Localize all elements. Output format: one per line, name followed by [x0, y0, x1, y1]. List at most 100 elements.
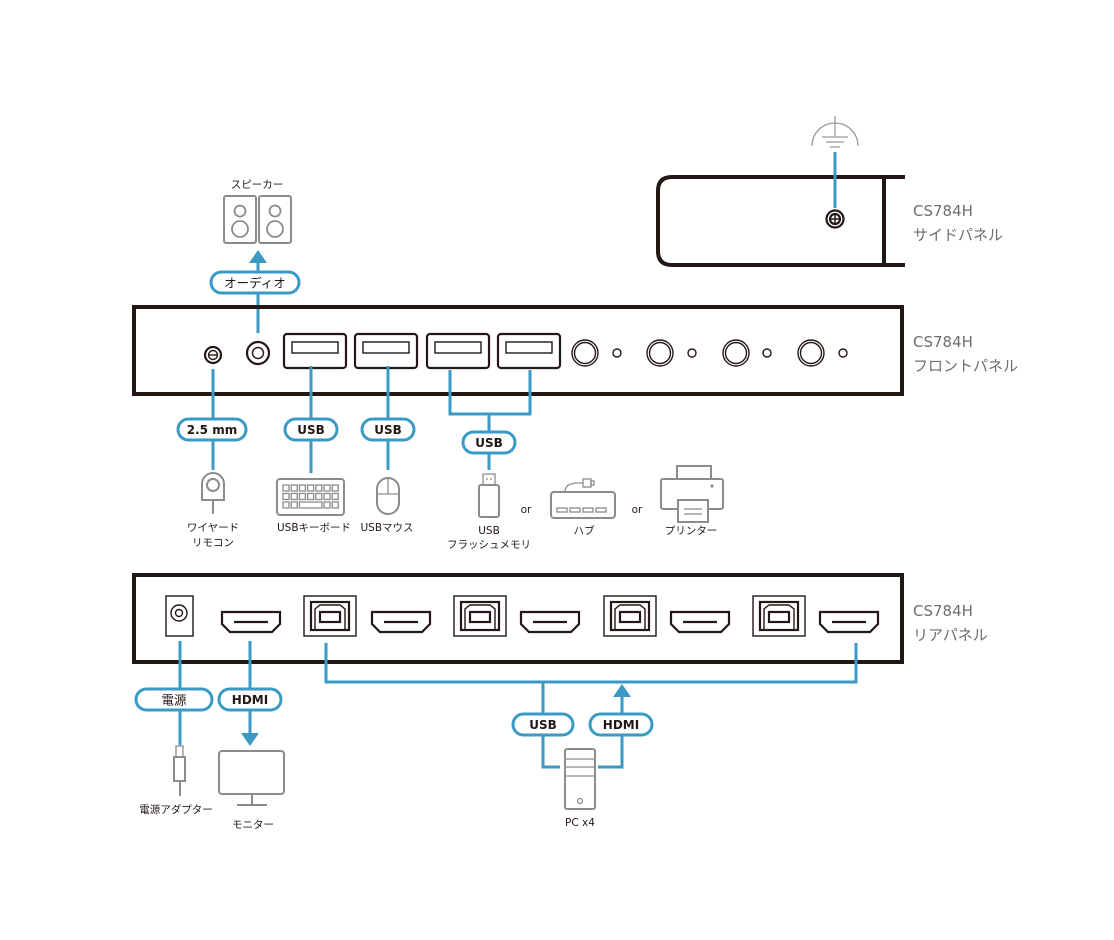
audio-jack-port — [245, 340, 271, 366]
keyboard-key — [323, 492, 331, 501]
keyboard-key — [315, 492, 323, 501]
hub-device: ハブ — [550, 478, 616, 537]
remote-icon — [201, 472, 225, 514]
hdmi-console-connector-pill: HDMI — [217, 687, 283, 712]
svg-text:USB: USB — [374, 423, 402, 437]
keyboard-key — [331, 484, 339, 492]
svg-text:USB: USB — [475, 436, 503, 450]
keyboard-key — [282, 501, 290, 509]
monitor-icon — [218, 750, 285, 806]
hdmi-port-pc1 — [370, 610, 432, 634]
keyboard-key — [282, 484, 290, 492]
keyboard-key — [290, 492, 298, 501]
usb-flash-icon — [478, 473, 500, 518]
keyboard-key — [306, 492, 315, 501]
keyboard-key — [323, 501, 331, 509]
svg-text:電源アダプター: 電源アダプター — [139, 803, 213, 816]
svg-text:オーディオ: オーディオ — [224, 276, 286, 291]
svg-text:フラッシュメモリ: フラッシュメモリ — [447, 539, 531, 551]
keyboard-key — [298, 484, 307, 492]
rear-panel-model: CS784H — [913, 602, 973, 620]
keyboard-connector-pill: USB — [283, 417, 339, 442]
speaker-device: スピーカー — [223, 179, 292, 244]
power-adapter-icon — [173, 745, 186, 796]
front-panel-model: CS784H — [913, 333, 973, 351]
usb-a-port-hub-2 — [496, 332, 562, 370]
usb-b-port-pc2 — [452, 594, 508, 638]
mouse-device: USBマウス — [360, 477, 414, 534]
pc-usb-connector-pill: USB — [511, 712, 575, 737]
or-text: or — [521, 504, 532, 516]
port-button-3 — [722, 339, 772, 367]
keyboard-key — [331, 492, 339, 501]
mouse-icon — [376, 477, 400, 515]
arrow-up-icon — [613, 684, 631, 697]
wired-remote-device: ワイヤード リモコン — [187, 472, 239, 549]
svg-text:リモコン: リモコン — [192, 537, 234, 549]
pc-device: PC x4 — [564, 748, 596, 829]
usb-hub-icon — [550, 478, 616, 519]
monitor-device: モニター — [218, 750, 285, 831]
usb-a-port-keyboard — [282, 332, 348, 370]
remote-jack-port — [203, 345, 223, 365]
port-button-2 — [646, 339, 697, 367]
usb-b-port-pc4 — [751, 594, 807, 638]
ground-terminal — [825, 209, 845, 229]
keyboard-key — [290, 484, 298, 492]
rear-panel-name: リアパネル — [913, 626, 988, 644]
port-button-1 — [571, 339, 622, 367]
svg-text:PC x4: PC x4 — [565, 817, 595, 829]
pc-usb-cable — [541, 682, 560, 769]
arrow-up-icon — [249, 250, 267, 263]
keyboard-key — [323, 484, 331, 492]
svg-text:HDMI: HDMI — [603, 718, 639, 732]
speaker-label: スピーカー — [231, 179, 284, 191]
keyboard-key — [306, 484, 315, 492]
keyboard-key — [331, 501, 339, 509]
svg-text:ワイヤード: ワイヤード — [187, 522, 239, 534]
power-connector-pill: 電源 — [134, 687, 214, 712]
keyboard-key — [290, 501, 298, 509]
flash-drive-device: USB フラッシュメモリ — [447, 473, 531, 551]
hdmi-port-pc3 — [669, 610, 731, 634]
side-panel-name: サイドパネル — [913, 226, 1003, 244]
remote-connector-pill: 2.5 mm — [176, 417, 248, 442]
printer-device: プリンター — [660, 465, 724, 537]
keyboard-key — [315, 484, 323, 492]
svg-text:USB: USB — [529, 718, 557, 732]
keyboard-spacebar — [298, 501, 323, 509]
svg-text:2.5 mm: 2.5 mm — [187, 423, 237, 437]
hdmi-console-port — [220, 610, 282, 634]
port-button-4 — [797, 339, 848, 367]
svg-text:USB: USB — [297, 423, 325, 437]
svg-text:USBキーボード: USBキーボード — [277, 522, 351, 534]
side-panel: CS784H サイドパネル — [656, 116, 1003, 267]
pc-bus-cable — [324, 643, 858, 684]
rear-panel: CS784H リアパネル — [132, 573, 988, 664]
keyboard-device: USBキーボード — [276, 478, 351, 534]
keyboard-key — [298, 492, 307, 501]
front-panel: CS784H フロントパネル — [132, 305, 1018, 396]
svg-text:プリンター: プリンター — [665, 525, 718, 537]
ground-icon — [811, 116, 859, 148]
pc-tower-icon — [564, 748, 596, 810]
usb-shared-connector-pill: USB — [461, 430, 517, 455]
hdmi-port-pc4 — [818, 610, 880, 634]
usb-a-port-mouse — [353, 332, 419, 370]
usb-b-port-pc3 — [602, 594, 658, 638]
svg-text:HDMI: HDMI — [232, 693, 268, 707]
dc-power-port — [165, 595, 194, 637]
svg-text:モニター: モニター — [232, 819, 274, 831]
keyboard-icon — [276, 478, 345, 516]
audio-connector-pill: オーディオ — [209, 270, 301, 295]
or-text: or — [632, 504, 643, 516]
usb-b-port-pc1 — [302, 594, 358, 638]
svg-text:電源: 電源 — [161, 693, 187, 708]
speaker-icon — [223, 195, 292, 244]
mouse-connector-pill: USB — [360, 417, 416, 442]
side-panel-model: CS784H — [913, 202, 973, 220]
power-adapter-device: 電源アダプター — [139, 745, 213, 816]
svg-text:USBマウス: USBマウス — [360, 522, 413, 534]
svg-text:USB: USB — [478, 525, 500, 537]
